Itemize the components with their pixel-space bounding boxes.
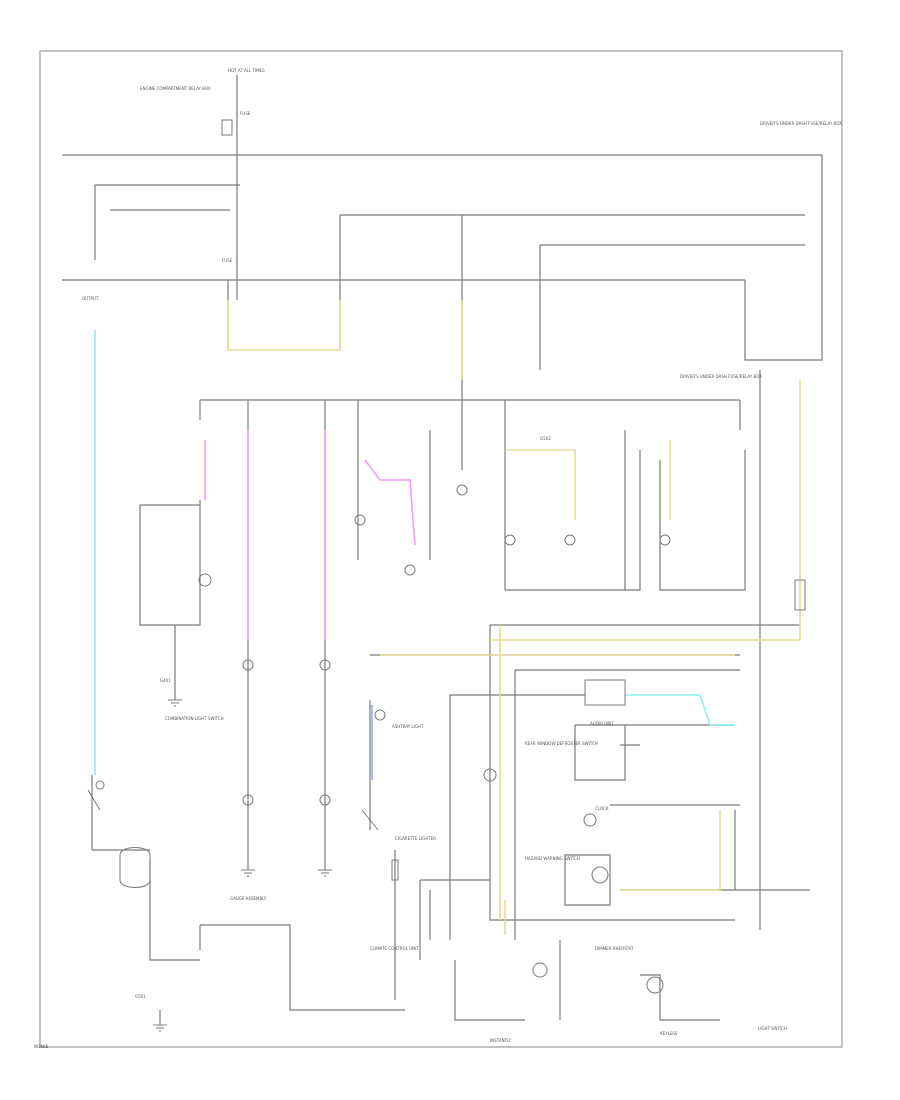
wire-yellow <box>620 810 721 891</box>
label-ground-a: G401 <box>160 678 171 683</box>
label-fuse-b: FUSE <box>222 258 233 263</box>
light-bulb-icon <box>591 866 609 884</box>
label-top-center: HOT AT ALL TIMES <box>228 68 265 73</box>
connector-icon <box>119 847 151 888</box>
wire-pink <box>364 459 416 546</box>
wire <box>659 450 746 591</box>
light-bulb-icon <box>504 534 516 546</box>
label-climate: CLIMATE CONTROL UNIT <box>370 946 419 951</box>
label-dimmer: DIMMER RHEOSTAT <box>595 946 634 951</box>
ground-icon <box>318 869 332 877</box>
light-bulb-icon <box>319 659 331 671</box>
wire <box>454 960 525 1021</box>
label-right-top: DRIVER'S UNDER-DASH FUSE/RELAY BOX <box>760 121 842 126</box>
wire <box>200 924 405 1011</box>
wire-yellow <box>227 300 341 351</box>
light-bulb-icon <box>456 484 468 496</box>
label-gauge-assembly: GAUGE ASSEMBLY <box>230 896 267 901</box>
wire <box>574 725 626 781</box>
light-bulb-icon <box>242 794 254 806</box>
label-bottom: INSTANTLY <box>490 1038 512 1043</box>
wire <box>505 450 641 591</box>
light-bulb-icon <box>242 659 254 671</box>
connector-icon <box>221 119 233 136</box>
light-bulb-icon <box>583 813 597 827</box>
light-bulb-icon <box>198 573 212 587</box>
light-bulb-icon <box>319 794 331 806</box>
ground-icon <box>241 869 255 877</box>
ground-icon <box>153 1024 167 1032</box>
label-fuse-a: FUSE <box>240 111 251 116</box>
connector-icon <box>794 579 806 611</box>
label-defroster: REAR WINDOW DEFROSTER SWITCH <box>525 741 598 746</box>
connector-icon <box>584 679 626 706</box>
label-keyless: KEYLESS <box>660 1031 678 1036</box>
label-engine-relay-box: ENGINE COMPARTMENT RELAY BOX <box>140 86 211 91</box>
wire <box>149 860 200 961</box>
connector-icon <box>391 859 399 881</box>
light-bulb-icon <box>564 534 576 546</box>
switch-icon <box>87 789 101 811</box>
label-combination-switch: COMBINATION LIGHT SWITCH <box>165 716 224 721</box>
switch-icon <box>361 809 379 831</box>
diagram-id-label: W36K6 <box>34 1044 49 1049</box>
label-cigar: CIGARETTE LIGHTER <box>395 836 436 841</box>
light-bulb-icon <box>659 534 671 546</box>
label-clock: CLOCK <box>595 806 609 811</box>
light-bulb-icon <box>483 768 497 782</box>
wire <box>640 974 720 1021</box>
label-ashtray: ASHTRAY LIGHT <box>392 724 424 729</box>
label-right-mid: DRIVER'S UNDER-DASH FUSE/RELAY BOX <box>680 374 762 379</box>
wire <box>564 854 611 906</box>
label-output: OUTPUT <box>82 296 99 301</box>
ground-icon <box>168 699 182 707</box>
label-ground-c: G502 <box>540 436 551 441</box>
wire <box>744 280 760 361</box>
wire <box>489 625 735 921</box>
wire-cyan <box>625 694 735 726</box>
light-bulb-icon <box>374 709 386 721</box>
diagram-frame <box>39 50 843 1048</box>
light-bulb-icon <box>95 780 105 790</box>
label-hazard: HAZARD WARNING SWITCH <box>525 856 580 861</box>
light-bulb-icon <box>646 976 664 994</box>
label-ground-b: G501 <box>135 994 146 999</box>
wire <box>760 155 823 361</box>
wire <box>139 500 201 626</box>
light-bulb-icon <box>532 962 548 978</box>
label-radio: AUDIO UNIT <box>590 721 614 726</box>
light-bulb-icon <box>354 514 366 526</box>
label-light-switch: LIGHT SWITCH <box>758 1026 787 1031</box>
wire-yellow <box>505 449 576 520</box>
light-bulb-icon <box>404 564 416 576</box>
